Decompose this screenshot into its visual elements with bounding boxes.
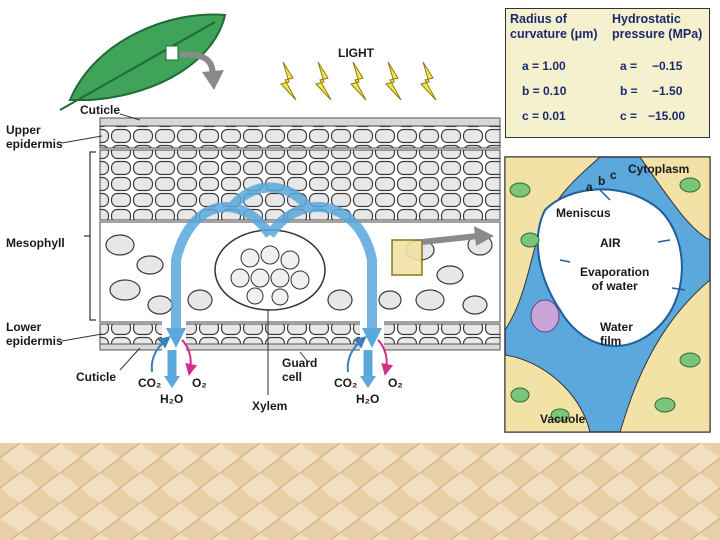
pressure-a-label: a = [620, 59, 637, 73]
pressure-b-label: b = [620, 84, 638, 98]
pressure-c-label: c = [620, 109, 637, 123]
pressure-b-value: −1.50 [652, 84, 682, 98]
cuticle-top-label: Cuticle [80, 103, 120, 117]
radius-header: Radius of curvature (μm) [506, 9, 606, 53]
evaporation-label: Evaporation of water [580, 265, 649, 293]
guard-cell-label: Guard cell [282, 356, 317, 384]
zoom-region [392, 240, 422, 275]
leaf-icon [60, 14, 225, 110]
air-label: AIR [600, 236, 621, 250]
mesophyll-label: Mesophyll [6, 236, 65, 250]
radius-b: b = 0.10 [522, 84, 566, 98]
inset-diagram [505, 157, 710, 432]
curve-c-label: c [610, 168, 617, 182]
upper-epidermis-layer [100, 126, 500, 148]
curvature-pressure-table: Radius of curvature (μm) Hydrostatic pre… [505, 8, 710, 138]
cuticle-bottom-label: Cuticle [76, 370, 116, 384]
lower-epidermis-layer [100, 324, 500, 344]
co2-left-label: CO₂ [138, 376, 161, 390]
upper-cuticle [100, 118, 500, 126]
h2o-left-label: H₂O [160, 392, 183, 406]
h2o-right-label: H₂O [356, 392, 379, 406]
radius-a: a = 1.00 [522, 59, 566, 73]
light-label: LIGHT [338, 46, 374, 60]
light-rays [281, 62, 436, 100]
curve-a-label: a [586, 180, 593, 194]
pressure-a-value: −0.15 [652, 59, 682, 73]
cytoplasm-label: Cytoplasm [628, 162, 689, 176]
leaf-zoom-arrowhead [202, 70, 224, 90]
textured-footer [0, 443, 720, 540]
radius-c: c = 0.01 [522, 109, 566, 123]
co2-right-label: CO₂ [334, 376, 357, 390]
mesophyll-bracket [84, 152, 96, 320]
vascular-bundle [215, 230, 325, 310]
water-film-label: Water film [600, 320, 633, 348]
xylem-label: Xylem [252, 399, 287, 413]
pressure-header: Hydrostatic pressure (MPa) [608, 9, 708, 53]
upper-epidermis-label: Upper epidermis [6, 123, 63, 151]
meniscus-label: Meniscus [556, 206, 611, 220]
o2-right-label: O₂ [388, 376, 403, 390]
vacuole-label: Vacuole [540, 412, 585, 426]
lower-epidermis-label: Lower epidermis [6, 320, 63, 348]
o2-left-label: O₂ [192, 376, 207, 390]
curve-b-label: b [598, 174, 605, 188]
pressure-c-value: −15.00 [648, 109, 685, 123]
